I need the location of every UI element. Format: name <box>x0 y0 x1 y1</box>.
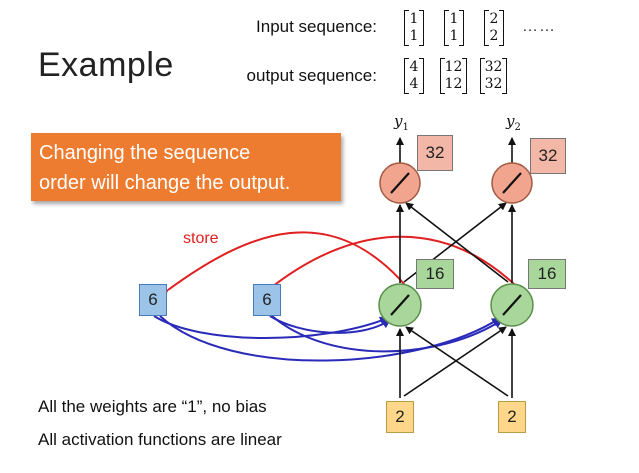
output-vector-3-top: 32 <box>484 59 503 75</box>
hidden-value-2: 16 <box>528 259 566 289</box>
output-vector-1-bottom: 4 <box>409 76 419 92</box>
input-vector-2: 1 1 <box>444 10 464 46</box>
input-vector-3-bottom: 2 <box>489 28 499 44</box>
input-vector-1-bottom: 1 <box>409 28 419 44</box>
slide-title: Example <box>38 46 174 84</box>
store-arrow-2 <box>258 235 516 299</box>
output-vector-2-top: 12 <box>444 59 463 75</box>
input-vector-1: 1 1 <box>404 10 424 46</box>
note-activation: All activation functions are linear <box>38 430 282 449</box>
memory-arrow-1b <box>159 315 501 362</box>
memory-arrow-2a <box>269 315 391 334</box>
input-sequence-label: Input sequence: <box>256 17 377 36</box>
output-label-y1: y1 <box>394 112 409 133</box>
callout-line-2: order will change the output. <box>39 172 291 194</box>
callout-box: Changing the sequence order will change … <box>31 133 341 201</box>
store-arrow-1 <box>158 231 406 299</box>
memory-arrow-1a <box>153 315 389 339</box>
output-value-1: 32 <box>417 135 453 171</box>
input-vector-3-top: 2 <box>489 11 499 27</box>
output-vector-1: 4 4 <box>404 58 424 94</box>
output-vector-1-top: 4 <box>409 59 419 75</box>
store-label: store <box>183 230 219 247</box>
sequence-ellipsis: …… <box>522 18 556 35</box>
output-neuron-2 <box>491 162 533 204</box>
hidden-neuron-1 <box>378 283 422 327</box>
edge-in2-h1 <box>405 326 509 397</box>
memory-cell-1: 6 <box>139 284 167 316</box>
output-sequence-label: output sequence: <box>246 66 377 85</box>
input-vector-3: 2 2 <box>484 10 504 46</box>
input-cell-2: 2 <box>498 401 526 433</box>
hidden-value-1: 16 <box>416 259 454 289</box>
edge-h2-o1 <box>405 202 509 283</box>
output-vector-2: 12 12 <box>440 58 467 94</box>
output-neuron-1 <box>379 162 421 204</box>
input-vector-2-bottom: 1 <box>449 28 459 44</box>
output-vector-3: 32 32 <box>480 58 507 94</box>
edge-in1-h2 <box>403 326 507 397</box>
output-vector-3-bottom: 32 <box>484 76 503 92</box>
input-vector-1-top: 1 <box>409 11 419 27</box>
memory-cell-2: 6 <box>253 284 281 316</box>
note-weights: All the weights are “1”, no bias <box>38 397 267 416</box>
input-cell-1: 2 <box>386 401 414 433</box>
input-vector-2-top: 1 <box>449 11 459 27</box>
output-value-2: 32 <box>530 138 566 174</box>
output-vector-2-bottom: 12 <box>444 76 463 92</box>
output-label-y2: y2 <box>506 112 521 133</box>
hidden-neuron-2 <box>490 283 534 327</box>
callout-line-1: Changing the sequence <box>39 142 251 164</box>
memory-arrow-2b <box>271 315 503 353</box>
